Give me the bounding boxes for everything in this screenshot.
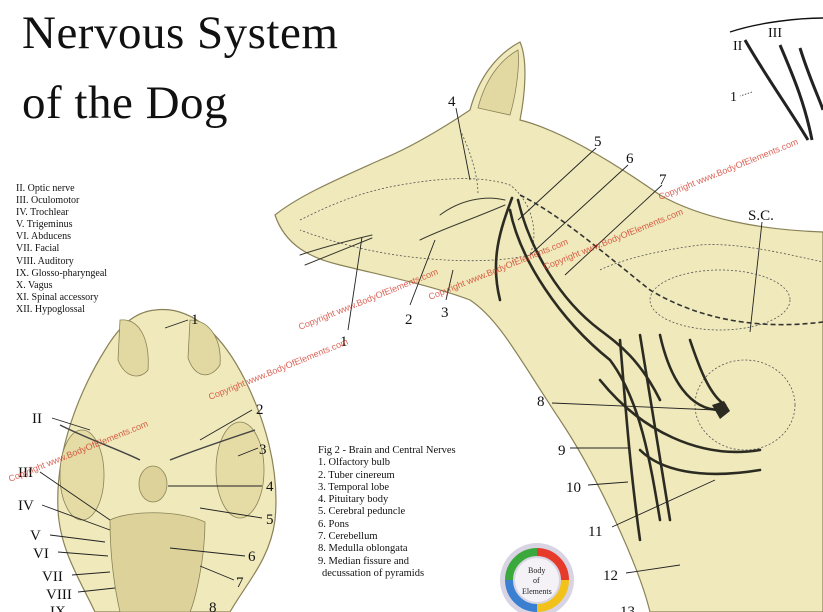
brain-label-VII: VII (42, 569, 63, 585)
inset-label-1: 1 (730, 90, 737, 105)
brain-label-II: II (32, 411, 42, 427)
dog-illustration (274, 41, 823, 612)
brain-label-IX: IX (50, 604, 66, 612)
list-item: 9. Median fissure and (318, 555, 409, 567)
brain-label-2: 2 (256, 402, 264, 418)
dog-label-1: 1 (340, 334, 348, 350)
dog-label-3: 3 (441, 305, 449, 321)
brain-label-8: 8 (209, 600, 217, 612)
list-item: XII. Hypoglossal (16, 303, 85, 315)
brain-label-6: 6 (248, 549, 256, 565)
brain-label-III: III (18, 465, 33, 481)
list-item: 6. Pons (318, 518, 349, 530)
brain-label-1: 1 (191, 312, 199, 328)
list-item: 3. Temporal lobe (318, 481, 390, 493)
fig2-heading: Fig 2 - Brain and Central Nerves (318, 445, 456, 456)
dog-label-7: 7 (659, 172, 667, 188)
dog-label-5: 5 (594, 134, 602, 150)
dog-label-10: 10 (566, 480, 581, 496)
list-item: IX. Glosso-pharyngeal (16, 267, 108, 279)
brain-label-5: 5 (266, 512, 274, 528)
list-item: II. Optic nerve (16, 183, 75, 194)
dog-label-11: 11 (588, 524, 602, 540)
dog-label-2: 2 (405, 312, 413, 328)
list-item: 7. Cerebellum (318, 531, 378, 543)
dog-label-13: 13 (620, 604, 635, 612)
dog-label-12: 12 (603, 568, 618, 584)
inset-label-II: II (733, 39, 743, 54)
dog-label-6: 6 (626, 151, 634, 167)
dog-label-9: 9 (558, 443, 566, 459)
list-item: XI. Spinal accessory (16, 291, 99, 303)
logo-text-line2: of (533, 576, 540, 585)
brain-illustration (57, 308, 277, 612)
list-item: 8. Medulla oblongata (318, 543, 408, 555)
cranial-nerve-list: II. Optic nerve III. Oculomotor IV. Troc… (16, 183, 107, 316)
list-item: 5. Cerebral peduncle (318, 506, 406, 518)
nerve-inset (729, 17, 823, 141)
brain-label-VIII: VIII (46, 587, 72, 603)
list-item: X. Vagus (16, 279, 53, 291)
brain-label-7: 7 (236, 575, 244, 591)
list-item: 1. Olfactory bulb (318, 457, 391, 469)
list-item: VI. Abducens (16, 231, 71, 243)
list-item: III. Oculomotor (16, 195, 80, 207)
fig2-legend: Fig 2 - Brain and Central Nerves 1. Olfa… (318, 445, 456, 580)
brain-label-4: 4 (266, 479, 274, 495)
list-item: V. Trigeminus (16, 219, 73, 231)
list-item: 4. Pituitary body (318, 494, 389, 506)
watermark: Copyright www.BodyOfElements.com (657, 137, 799, 202)
watermark: Copyright www.BodyOfElements.com (297, 267, 439, 332)
inset-label-III: III (768, 26, 782, 41)
brain-label-IV: IV (18, 498, 34, 514)
list-item: 2. Tuber cinereum (318, 469, 395, 481)
brain-label-3: 3 (259, 442, 267, 458)
brain-label-V: V (30, 528, 41, 544)
brain-label-VI: VI (33, 546, 49, 562)
fig2-list: 1. Olfactory bulb 2. Tuber cinereum 3. T… (318, 457, 456, 580)
list-item: IV. Trochlear (16, 207, 69, 219)
dog-label-8: 8 (537, 394, 545, 410)
list-item: decussation of pyramids (322, 567, 425, 579)
logo-text-line1: Body (528, 566, 545, 575)
dog-label-sc: S.C. (748, 208, 774, 224)
body-of-elements-logo: Body of Elements (500, 543, 574, 612)
page-title-line1: Nervous System (22, 7, 339, 59)
list-item: VII. Facial (16, 243, 60, 255)
logo-text-line3: Elements (522, 587, 552, 596)
page-title-line2: of the Dog (22, 77, 229, 129)
dog-label-4: 4 (448, 94, 456, 110)
list-item: VIII. Auditory (16, 255, 74, 267)
